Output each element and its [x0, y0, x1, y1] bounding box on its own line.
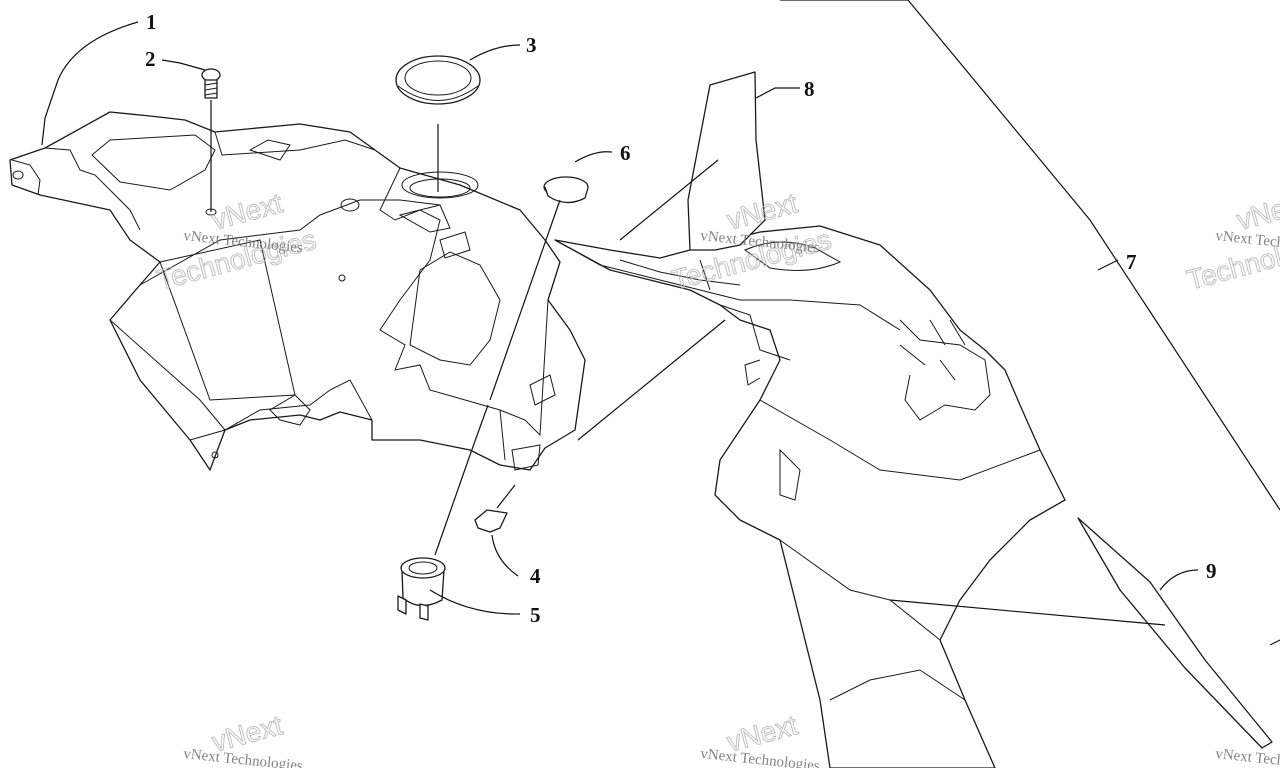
- bolt: [201, 68, 221, 216]
- callout-1: 1: [146, 10, 157, 34]
- callout-8: 8: [804, 77, 815, 101]
- trim-strip: [687, 71, 800, 251]
- watermark-6: vNext Technologies: [1215, 746, 1280, 768]
- callout-4: 4: [530, 564, 541, 588]
- callout-6: 6: [620, 141, 631, 165]
- watermark-3: vNext Technologies vNext Technologies: [1183, 187, 1280, 297]
- side-panel: [554, 225, 1066, 768]
- callout-5: 5: [530, 603, 541, 627]
- leader-lines: [41, 0, 1280, 646]
- ignition-switch: [397, 454, 471, 621]
- bezel-ring: [469, 176, 589, 456]
- watermark-3-line1: vNext: [1234, 187, 1280, 236]
- locking-ring: [395, 55, 481, 192]
- watermark-5: vNext vNext Technologies: [700, 709, 821, 768]
- lower-trim: [1077, 517, 1273, 749]
- callout-2: 2: [145, 47, 156, 71]
- clip: [474, 484, 516, 533]
- callout-labels: 1 2 3 4 5 6 7 8 9: [145, 10, 1217, 627]
- callout-7: 7: [1126, 250, 1137, 274]
- callout-9: 9: [1206, 559, 1217, 583]
- watermark-6-caption: vNext Technologies: [1215, 746, 1280, 768]
- watermark-4: vNext vNext Technologies: [183, 709, 304, 768]
- callout-3: 3: [526, 33, 537, 57]
- console-panel: [9, 111, 586, 471]
